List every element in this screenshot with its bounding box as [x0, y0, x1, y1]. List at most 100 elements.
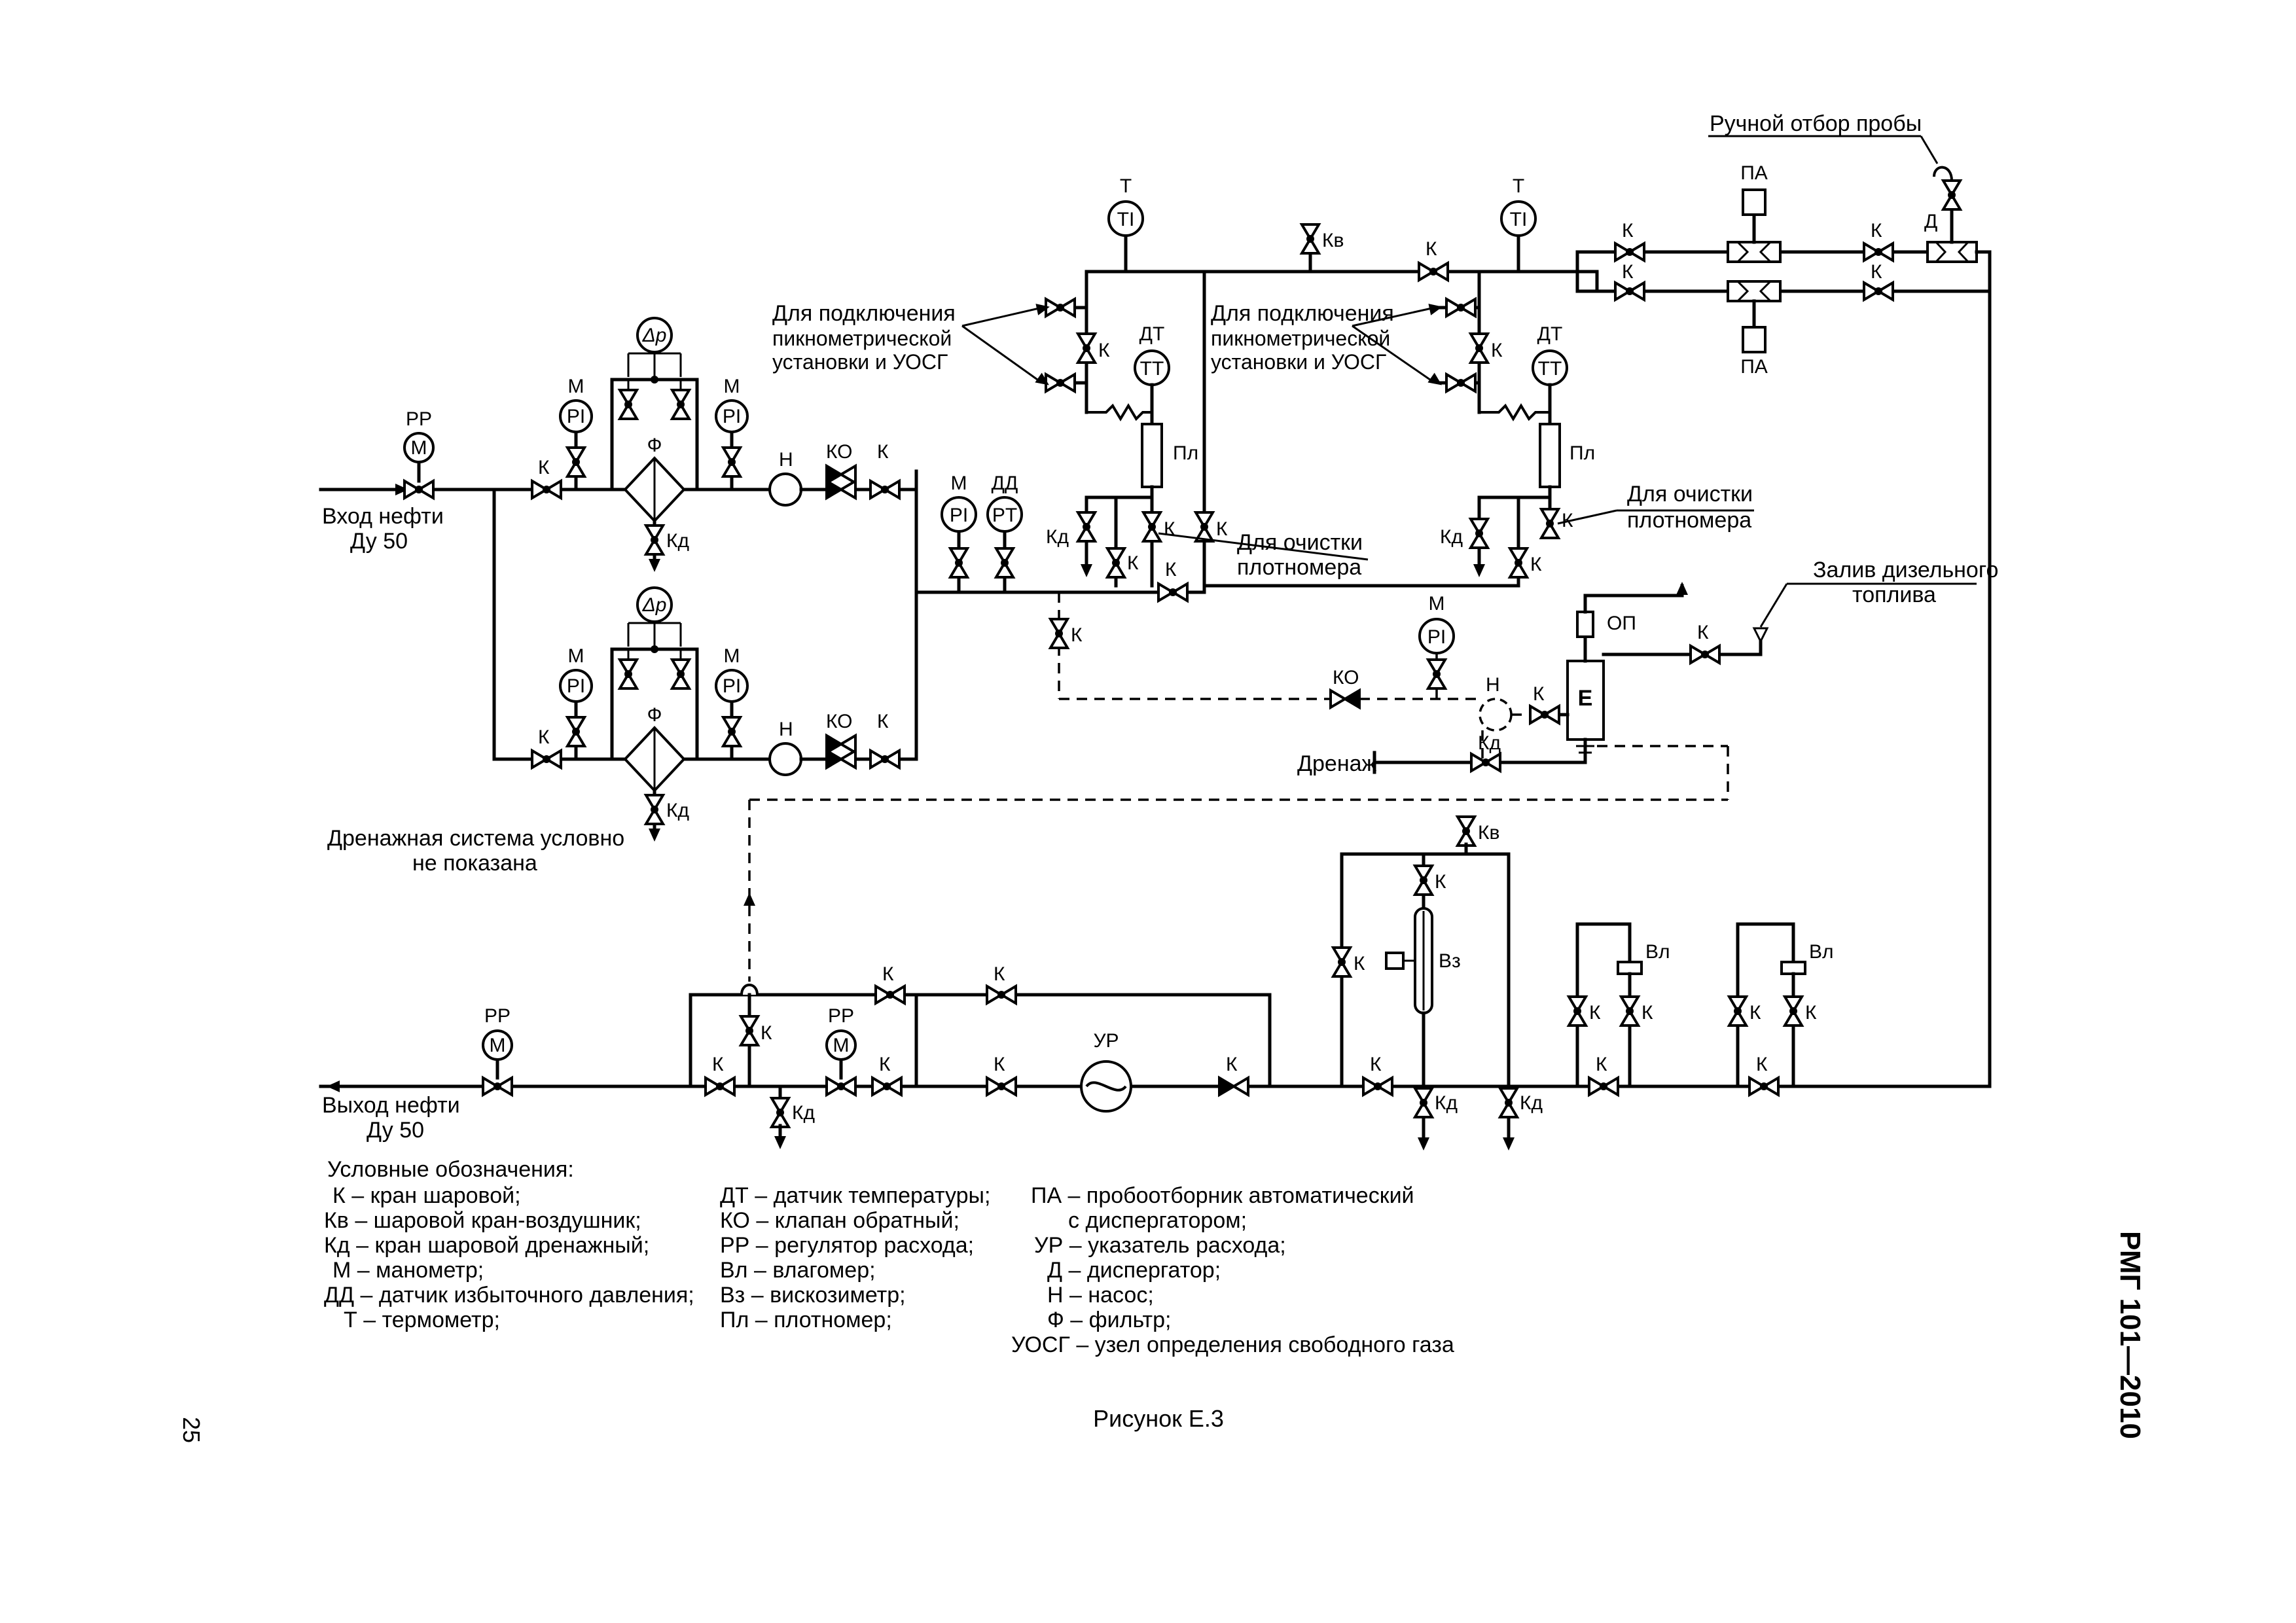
- connect-label-1c: установки и УОСГ: [772, 350, 948, 374]
- component-label: К: [877, 711, 889, 732]
- component-label: К: [1756, 1054, 1768, 1075]
- component-label: PI: [567, 406, 585, 427]
- component-label: PI: [723, 406, 741, 427]
- component-label: КО: [1333, 667, 1359, 688]
- component-label: Н: [1486, 674, 1500, 696]
- density-loop-1: TI Т К TT ДТ Пл К Кд К К: [961, 175, 1599, 594]
- component-label: М: [951, 473, 967, 494]
- component-label: К: [1491, 340, 1503, 361]
- legend-item: Вз – вискозиметр;: [720, 1283, 906, 1308]
- component-label: Кд: [1440, 526, 1463, 548]
- component-label: К: [1622, 220, 1634, 241]
- component-label: К: [879, 1054, 891, 1075]
- component-label: Кв: [1322, 230, 1344, 251]
- component-label: К: [1226, 1054, 1238, 1075]
- component-label: К: [1871, 261, 1882, 283]
- legend-item: Кв – шаровой кран-воздушник;: [324, 1208, 641, 1233]
- component-label: К: [1871, 220, 1882, 241]
- component-label: Кд: [792, 1102, 815, 1124]
- component-label: К: [994, 1054, 1005, 1075]
- inlet-label-2: Ду 50: [350, 529, 408, 554]
- component-label: РР: [484, 1005, 511, 1027]
- component-label: M: [411, 437, 427, 459]
- connect-label-1b: пикнометрической: [772, 327, 952, 350]
- component-label: К: [1596, 1054, 1607, 1075]
- component-label: К: [882, 963, 894, 985]
- component-label: К: [1622, 261, 1634, 283]
- component-label: Т: [1513, 175, 1524, 197]
- legend-item: КО – клапан обратный;: [720, 1208, 960, 1233]
- legend-item: Т – термометр;: [344, 1308, 500, 1332]
- component-label: TI: [1117, 209, 1135, 230]
- component-label: ДД: [992, 473, 1018, 494]
- legend-item: ДТ – датчик температуры;: [720, 1183, 990, 1208]
- manual-sample-label: Ручной отбор пробы: [1710, 111, 1922, 136]
- component-label: PI: [1427, 626, 1446, 648]
- legend-item: ПА – пробоотборник автоматический: [1031, 1183, 1414, 1208]
- density-loop-2: TI Т К TT ДТ Пл Кд К К: [1352, 175, 1754, 588]
- legend: Условные обозначения: К – кран шаровой; …: [324, 1157, 1454, 1357]
- component-label: К: [1071, 624, 1083, 646]
- connect-label-2a: Для подключения: [1211, 301, 1394, 326]
- component-label: К: [1749, 1002, 1761, 1024]
- component-label: Ф: [647, 435, 662, 456]
- diesel-label-2: топлива: [1852, 582, 1936, 607]
- component-label: КО: [826, 711, 852, 732]
- legend-item: Н – насос;: [1047, 1283, 1154, 1308]
- component-label: Пл: [1570, 442, 1595, 464]
- component-label: К: [1435, 871, 1446, 893]
- legend-item: РР – регулятор расхода;: [720, 1233, 974, 1258]
- drain-note-2: не показана: [412, 851, 537, 876]
- clean-label-1a: Для очистки: [1237, 530, 1363, 555]
- component-label: Кд: [1435, 1092, 1458, 1114]
- component-label: ДТ: [1537, 323, 1563, 345]
- component-label: К: [761, 1022, 772, 1044]
- component-label: ПА: [1740, 162, 1768, 184]
- legend-item: Пл – плотномер;: [720, 1308, 892, 1332]
- component-label: Н: [779, 449, 793, 471]
- inlet-label-1: Вход нефти: [322, 504, 444, 529]
- component-label: M: [490, 1035, 506, 1056]
- component-label: К: [1216, 518, 1228, 540]
- legend-item: Вл – влагомер;: [720, 1258, 876, 1283]
- connect-label-2b: пикнометрической: [1211, 327, 1390, 350]
- legend-item: Д – диспергатор;: [1047, 1258, 1221, 1283]
- component-label: Вл: [1645, 941, 1670, 963]
- pump-outlets: КО К КО К: [825, 441, 1206, 769]
- component-label: TT: [1140, 358, 1164, 380]
- component-label: К: [1805, 1002, 1817, 1024]
- component-label: ПА: [1740, 356, 1768, 378]
- component-label: Кд: [1520, 1092, 1543, 1114]
- outlet-section: M РР К К К Кд M РР К К К УР: [319, 815, 1992, 1150]
- component-label: Кв: [1478, 822, 1499, 844]
- component-label: К: [538, 457, 550, 478]
- component-label: К: [1530, 554, 1542, 575]
- component-label: КО: [826, 441, 852, 463]
- component-label: К: [1354, 953, 1365, 974]
- outlet-label-1: Выход нефти: [322, 1093, 460, 1118]
- component-label: ДТ: [1139, 323, 1165, 345]
- legend-item: УОСГ – узел определения свободного газа: [1011, 1332, 1454, 1357]
- document-code: РМГ 101—2010: [2114, 1231, 2146, 1439]
- component-label: РР: [406, 408, 432, 430]
- component-label: PI: [723, 675, 741, 697]
- component-label: TT: [1538, 358, 1562, 380]
- sampler-block: К К К К ПА ПА Д: [1438, 135, 1992, 1088]
- filter-branch-upper: К PI М PI М Ф Δp Кд Н: [492, 317, 918, 572]
- figure-caption: Рисунок Е.3: [1093, 1405, 1224, 1432]
- component-label: TI: [1510, 209, 1528, 230]
- legend-item: УР – указатель расхода;: [1034, 1233, 1286, 1258]
- component-label: M: [833, 1035, 850, 1056]
- legend-item: М – манометр;: [332, 1258, 484, 1283]
- flow-regulator-inlet: M РР: [403, 408, 435, 499]
- component-label: Т: [1120, 175, 1132, 197]
- drain-label: Дренаж: [1297, 751, 1377, 776]
- component-label: Кд: [1478, 732, 1501, 754]
- legend-heading: Условные обозначения:: [327, 1157, 574, 1182]
- legend-item: с диспергатором;: [1068, 1208, 1247, 1233]
- drain-note-1: Дренажная система условно: [327, 826, 624, 851]
- legend-item: Ф – фильтр;: [1047, 1308, 1171, 1332]
- component-label: Вз: [1439, 950, 1461, 972]
- component-label: Вл: [1809, 941, 1834, 963]
